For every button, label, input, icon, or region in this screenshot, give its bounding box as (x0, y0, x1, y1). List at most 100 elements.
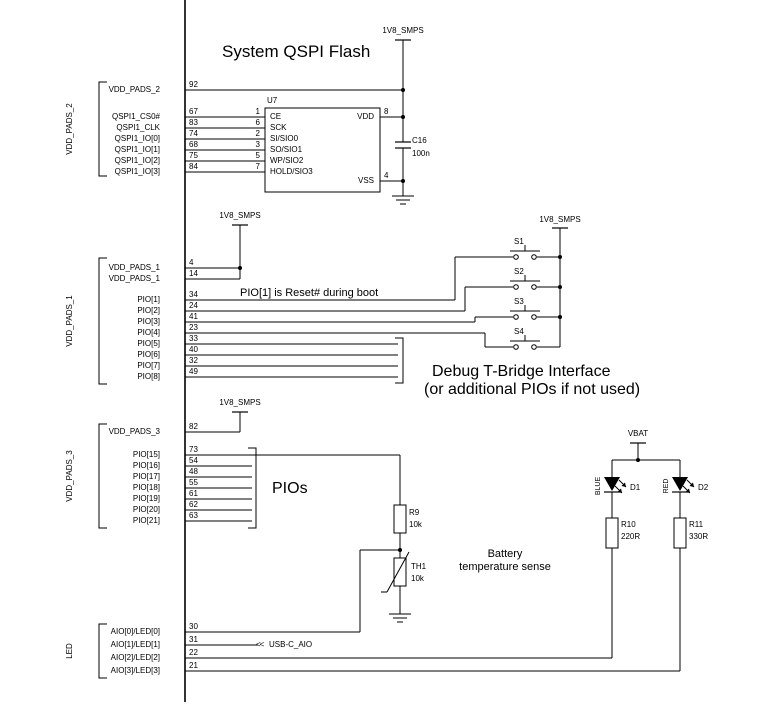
u7-vdd-pin: 8 (384, 107, 389, 116)
resistor-r11-symbol (673, 517, 687, 549)
signal-label: PIO[20] (132, 505, 160, 514)
signal-label: VDD_PADS_1 (108, 263, 160, 272)
usb-aio-flag-chevron: << (256, 640, 264, 649)
pin-number: 49 (189, 367, 198, 376)
u7-vss-name: VSS (357, 176, 374, 185)
r9-refdes: R9 (409, 508, 420, 517)
pin-number: 34 (189, 290, 198, 299)
u7-pin-name: HOLD/SIO3 (270, 167, 313, 176)
s2-refdes: S2 (514, 267, 524, 276)
r11-value: 330R (689, 532, 709, 541)
qspi-title: System QSPI Flash (222, 42, 371, 61)
u7-pin-name: SO/SIO1 (270, 145, 303, 154)
signal-label: AIO[3]/LED[3] (110, 666, 160, 675)
pin-number: 55 (189, 478, 198, 487)
r11-refdes: R11 (689, 520, 704, 529)
signal-label: QSPI1_IO[1] (114, 145, 160, 154)
u7-pin-number: 1 (255, 107, 260, 116)
u7-pin-name: SCK (270, 123, 287, 132)
wire-layer (184, 0, 681, 702)
battery-sense-line1: Battery (487, 548, 523, 560)
u7-vdd-name: VDD (357, 112, 374, 121)
thermistor-th1-symbol (381, 551, 410, 593)
pin-number: 74 (189, 129, 198, 138)
s3-refdes: S3 (514, 297, 524, 306)
signal-label: PIO[3] (137, 317, 160, 326)
pin-number: 41 (189, 312, 198, 321)
net-label-vbat: VBAT (627, 429, 649, 438)
pin-number: 21 (189, 661, 198, 670)
u7-pin-name: WP/SIO2 (270, 156, 304, 165)
switch-s2-symbol (510, 275, 540, 290)
ground-symbol-th1 (389, 613, 411, 623)
pios-bracket (248, 447, 257, 529)
pin-number: 62 (189, 500, 198, 509)
debug-interface-line1: Debug T-Bridge Interface (432, 363, 611, 380)
pin-number: 67 (189, 107, 198, 116)
group-brackets (98, 81, 404, 679)
net-label-1v8-pads3: 1V8_SMPS (219, 398, 261, 407)
c16-value: 100n (412, 149, 430, 158)
pin-number: 75 (189, 151, 198, 160)
u7-pin-name: CE (270, 112, 282, 121)
u7-pin-number: 7 (255, 162, 260, 171)
pin-number: 30 (189, 622, 198, 631)
r10-refdes: R10 (621, 520, 636, 529)
signal-label: PIO[2] (137, 306, 160, 315)
net-label-1v8-switches: 1V8_SMPS (539, 215, 581, 224)
signal-label: QSPI1_IO[2] (114, 156, 160, 165)
pin-number: 63 (189, 511, 198, 520)
switch-s4-symbol (510, 335, 540, 350)
th1-refdes: TH1 (411, 562, 427, 571)
signal-label: PIO[1] (137, 295, 160, 304)
switch-s3-symbol (510, 305, 540, 320)
net-label-usb-aio: USB-C_AIO (269, 640, 313, 649)
signal-label: PIO[19] (132, 494, 160, 503)
pin-number: 54 (189, 456, 198, 465)
battery-sense-note: Battery temperature sense (430, 548, 580, 574)
d1-color-label: BLUE (595, 476, 602, 496)
signal-label: QSPI1_CS0# (111, 112, 160, 121)
u7-pin-number: 6 (255, 118, 260, 127)
s4-refdes: S4 (514, 327, 524, 336)
switch-s1-symbol (510, 245, 540, 260)
pin-number: 73 (189, 445, 198, 454)
r9-value: 10k (409, 520, 422, 529)
signal-label: PIO[15] (132, 450, 160, 459)
signal-label: PIO[4] (137, 328, 160, 337)
u7-pin-number: 5 (255, 151, 260, 160)
signal-label: QSPI1_CLK (116, 123, 160, 132)
reset-note: PIO[1] is Reset# during boot (240, 287, 379, 299)
d1-refdes: D1 (630, 483, 641, 492)
signal-label: QSPI1_IO[3] (114, 167, 160, 176)
pin-number: 31 (189, 635, 198, 644)
u7-pin-name: SI/SIO0 (270, 134, 299, 143)
signal-label: AIO[1]/LED[1] (110, 640, 160, 649)
capacitor-c16-symbol (395, 141, 411, 149)
signal-label: PIO[6] (137, 350, 160, 359)
ground-symbol-qspi (392, 195, 414, 205)
pin-number: 68 (189, 140, 198, 149)
debug-bracket (395, 337, 404, 384)
net-label-1v8-pads1: 1V8_SMPS (219, 211, 261, 220)
u7-body (264, 107, 381, 193)
signal-label: VDD_PADS_3 (108, 427, 160, 436)
u7-pin-number: 3 (255, 140, 260, 149)
pin-number: 22 (189, 648, 198, 657)
d2-color-label: RED (663, 478, 670, 494)
signal-label: VDD_PADS_2 (108, 85, 160, 94)
resistor-r9-symbol (393, 504, 407, 534)
signal-label: QSPI1_IO[0] (114, 134, 160, 143)
battery-sense-line2: temperature sense (459, 561, 551, 573)
led-d2-symbol (672, 477, 695, 494)
signal-label: PIO[5] (137, 339, 160, 348)
signal-label: AIO[0]/LED[0] (110, 627, 160, 636)
led-d1-symbol (604, 477, 627, 494)
pin-number: 33 (189, 334, 198, 343)
u7-refdes: U7 (267, 96, 278, 105)
net-label-1v8-top: 1V8_SMPS (382, 26, 424, 35)
pin-number: 82 (189, 422, 198, 431)
c16-refdes: C16 (412, 136, 427, 145)
